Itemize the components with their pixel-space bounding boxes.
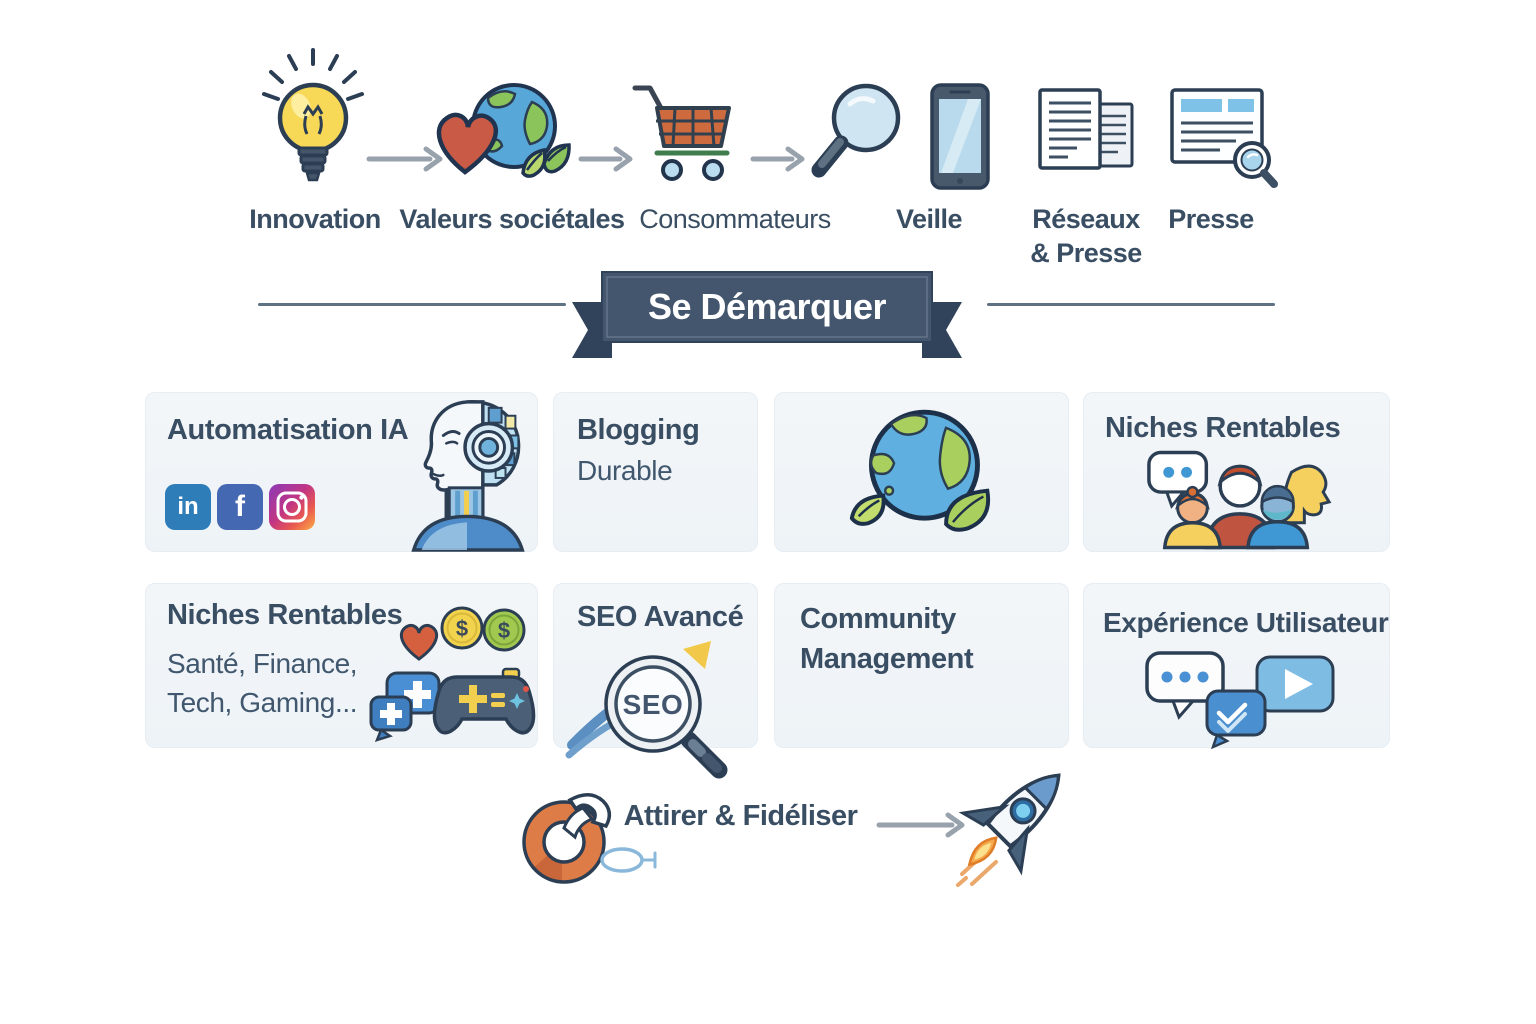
magnifier-icon xyxy=(811,83,901,178)
banner-title: Se Démarquer xyxy=(647,286,887,327)
lifebuoy-magnet-icon xyxy=(522,793,612,884)
fish-icon xyxy=(600,847,657,873)
linkedin-icon: in xyxy=(165,484,211,530)
facebook-glyph: f xyxy=(235,490,245,523)
flow-arrow-icon xyxy=(750,146,805,172)
card-title: SEO Avancé xyxy=(577,601,744,633)
card-title: Niches Rentables xyxy=(1105,412,1341,444)
card-niches-list: Niches Rentables Santé, Finance, Tech, G… xyxy=(145,583,538,748)
rocket-icon xyxy=(956,773,1061,887)
flow-label-line1: Réseaux xyxy=(1032,204,1140,234)
heart-icon xyxy=(399,623,439,661)
lightbulb-icon xyxy=(262,48,364,182)
card-niches-audience: Niches Rentables xyxy=(1083,392,1390,552)
banner-line-right xyxy=(987,303,1275,306)
eco-globe-icon xyxy=(849,409,991,532)
smartphone-icon xyxy=(930,83,990,190)
card-community-management: Community Management xyxy=(774,583,1069,748)
game-controller-icon xyxy=(432,667,536,735)
card-eco-globe xyxy=(774,392,1069,552)
coin-symbol: $ xyxy=(456,616,468,641)
card-seo-avance: SEO Avancé SEO xyxy=(553,583,758,779)
facebook-icon: f xyxy=(217,484,263,530)
card-subtitle-line2: Tech, Gaming... xyxy=(167,687,358,718)
flow-label-innovation: Innovation xyxy=(249,204,381,234)
flow-label-veille: Veille xyxy=(895,204,963,234)
flow-label-consommateurs: Consommateurs xyxy=(639,204,831,234)
dollar-coin-green-icon: $ xyxy=(482,608,526,652)
health-chat-icon xyxy=(369,671,441,742)
flow-arrow-icon xyxy=(578,146,633,172)
card-title-line1: Community xyxy=(800,603,956,635)
coin-symbol: $ xyxy=(498,618,510,643)
card-title: Automatisation IA xyxy=(167,414,409,446)
card-blogging-durable: Blogging Durable xyxy=(553,392,758,552)
flow-label-line2: & Presse xyxy=(1030,238,1142,268)
instagram-icon xyxy=(269,484,315,530)
seo-lens-label: SEO xyxy=(623,689,684,720)
flow-label-valeurs: Valeurs sociétales xyxy=(399,204,625,234)
card-title: Niches Rentables xyxy=(167,599,403,631)
flow-label-presse: Presse xyxy=(1168,204,1254,234)
card-subtitle: Durable xyxy=(577,455,673,486)
flow-label-reseaux-presse: Réseaux & Presse xyxy=(1001,202,1171,270)
card-title: Expérience Utilisateur xyxy=(1103,607,1389,638)
dollar-coin-yellow-icon: $ xyxy=(440,606,484,650)
card-title: Blogging xyxy=(577,414,700,446)
heart-globe-icon xyxy=(436,83,571,178)
footer-label: Attirer & Fidéliser xyxy=(623,800,858,832)
chat-bubbles-icon xyxy=(1145,651,1335,750)
footer-arrow-icon xyxy=(876,812,965,838)
banner-ribbon xyxy=(572,271,962,358)
card-automatisation-ia: Automatisation IA in f xyxy=(145,392,538,552)
community-people-icon xyxy=(1147,450,1332,550)
newspaper-magnifier-icon xyxy=(1170,88,1278,188)
card-subtitle-line1: Santé, Finance, xyxy=(167,648,358,679)
banner-line-left xyxy=(258,303,566,306)
card-experience-utilisateur: Expérience Utilisateur xyxy=(1083,583,1390,750)
linkedin-glyph: in xyxy=(177,493,199,520)
robot-head-icon xyxy=(411,400,525,552)
documents-icon xyxy=(1038,88,1134,170)
flow-arrow-icon xyxy=(366,146,443,172)
card-title-line2: Management xyxy=(800,643,974,675)
instagram-camera-glyph xyxy=(276,491,308,523)
seo-magnifier-icon: SEO xyxy=(565,641,728,779)
shopping-cart-icon xyxy=(632,85,731,181)
